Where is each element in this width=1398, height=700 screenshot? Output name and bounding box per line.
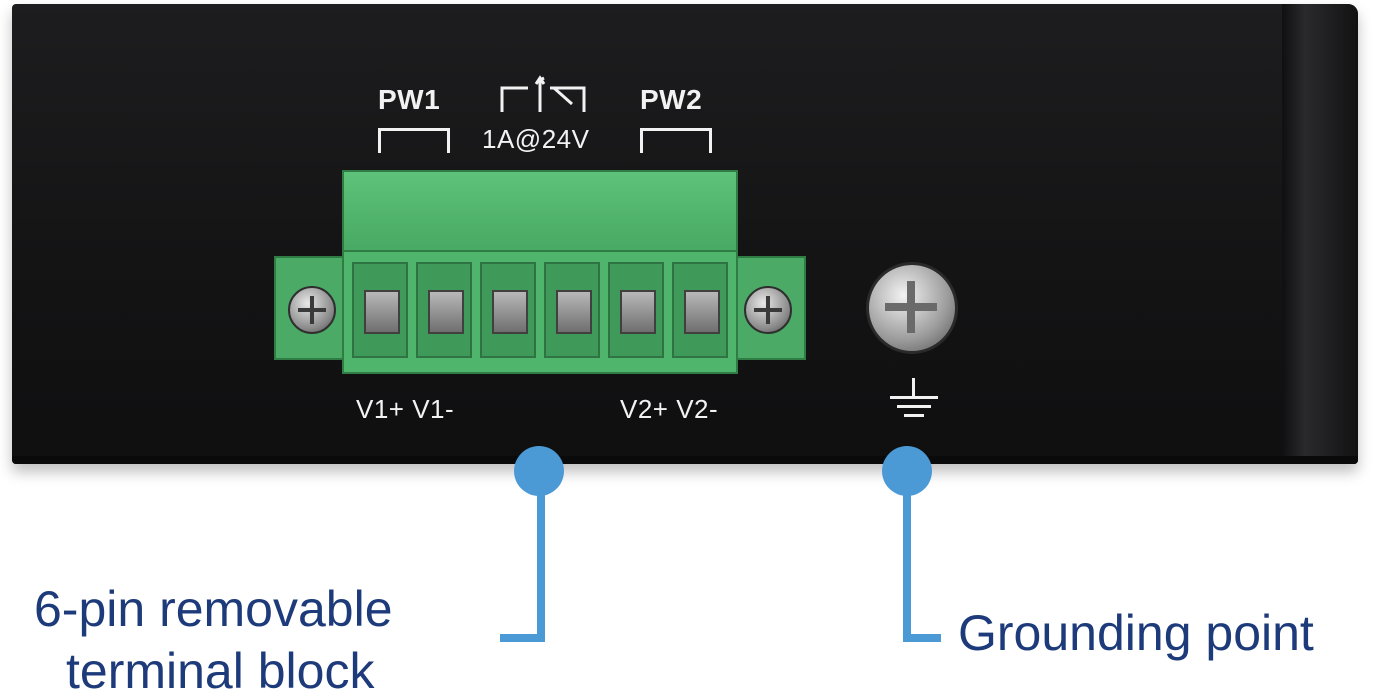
terminal-pin bbox=[672, 262, 728, 358]
terminal-pin bbox=[608, 262, 664, 358]
switch-side-panel bbox=[12, 4, 1358, 464]
pw2-label: PW2 bbox=[640, 84, 703, 115]
terminal-pin bbox=[352, 262, 408, 358]
ground-symbol-icon bbox=[884, 378, 944, 418]
relay-rating: 1A@24V bbox=[482, 124, 590, 154]
relay-icon bbox=[500, 75, 586, 112]
terminal-pin bbox=[544, 262, 600, 358]
pw1-label: PW1 bbox=[378, 84, 441, 115]
panel-edge bbox=[1282, 4, 1358, 464]
pw2-bracket bbox=[640, 128, 712, 153]
terminal-callout-line bbox=[537, 490, 545, 640]
terminal-block-top bbox=[342, 170, 738, 254]
right-mount-screw-icon bbox=[744, 286, 792, 334]
grounding-callout-text: Grounding point bbox=[958, 605, 1314, 661]
left-mount-screw-icon bbox=[288, 286, 336, 334]
terminal-left-ear bbox=[274, 256, 350, 360]
pw1-bracket bbox=[378, 128, 450, 153]
ground-callout-line-horizontal bbox=[903, 634, 941, 642]
ground-callout-dot bbox=[882, 446, 932, 496]
v1-label: V1+ V1- bbox=[356, 394, 455, 424]
terminal-callout-line-horizontal bbox=[500, 634, 545, 642]
terminal-pin bbox=[480, 262, 536, 358]
terminal-callout-text-line2: terminal block bbox=[66, 643, 375, 699]
terminal-right-ear bbox=[730, 256, 806, 360]
ground-callout-line bbox=[903, 490, 911, 640]
panel-bottom-edge bbox=[12, 456, 1358, 464]
v2-label: V2+ V2- bbox=[620, 394, 719, 424]
grounding-screw-icon bbox=[866, 262, 958, 354]
terminal-pin bbox=[416, 262, 472, 358]
terminal-callout-text-line1: 6-pin removable bbox=[34, 581, 393, 637]
terminal-callout-dot bbox=[514, 446, 564, 496]
